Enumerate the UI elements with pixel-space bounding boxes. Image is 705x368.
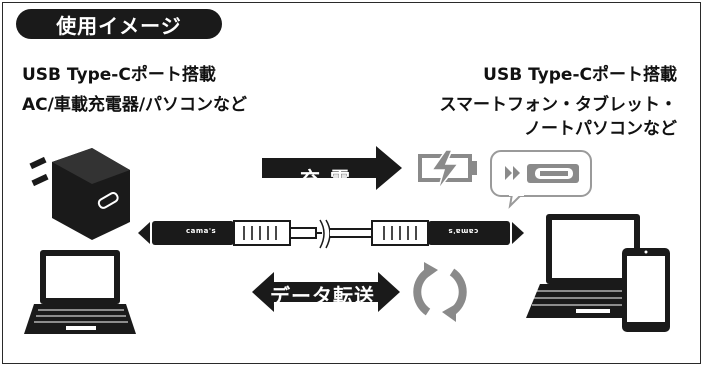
battery-charging-icon [418, 149, 477, 191]
source-port-label: USB Type-Cポート搭載 [22, 65, 216, 85]
target-devices-label-1: スマートフォン・タブレット・ [439, 95, 678, 115]
data-transfer-icon [490, 150, 592, 209]
data-transfer-label: データ転送 [270, 284, 375, 308]
ac-adapter-icon [29, 148, 130, 240]
smartphone-icon [622, 248, 670, 332]
laptop-icon [24, 250, 136, 334]
section-title: 使用イメージ [16, 9, 222, 39]
target-port-label: USB Type-Cポート搭載 [483, 65, 677, 85]
data-transfer-arrow-icon [252, 272, 400, 312]
charge-arrow-icon [262, 146, 402, 190]
sync-icon [413, 262, 467, 322]
source-devices-label: AC/車載充電器/パソコンなど [22, 95, 248, 115]
cable-brand-left: cama's [186, 227, 217, 235]
usb-c-cable-icon [138, 219, 524, 249]
charge-label: 充電 [300, 167, 360, 191]
cable-brand-right: cama's [448, 227, 479, 235]
target-devices-label-2: ノートパソコンなど [524, 119, 677, 139]
